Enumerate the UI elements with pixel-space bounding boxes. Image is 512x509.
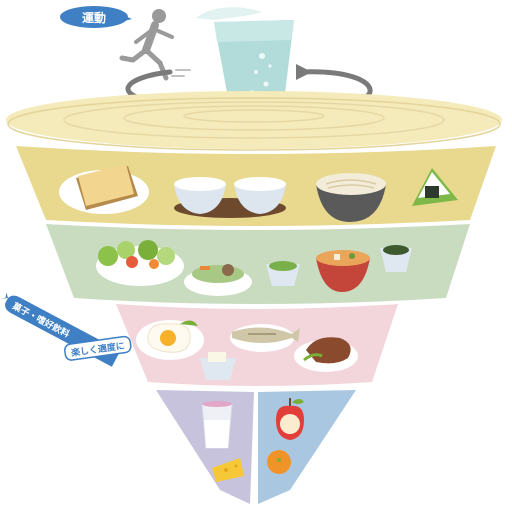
orange-icon	[267, 450, 291, 474]
vegetable-band	[46, 224, 470, 304]
onigiri-icon	[412, 168, 458, 206]
cheese-icon	[212, 458, 244, 482]
fried-egg-icon	[136, 320, 204, 360]
vegetable-dish-icon	[184, 264, 252, 296]
rice-bowl-icon	[174, 177, 286, 218]
snacks-label-text: 菓子・嗜好飲料	[9, 300, 71, 341]
seaweed-bowl-icon	[380, 245, 412, 272]
tofu-bowl-icon	[200, 352, 236, 380]
grilled-fish-icon	[230, 324, 300, 352]
noodle-bowl-icon	[316, 173, 386, 222]
snacks-note: 楽しく適度に	[64, 335, 132, 361]
fruit-band	[258, 390, 356, 504]
exercise-label-text: 運動	[82, 10, 106, 25]
exercise-label: 運動	[60, 6, 132, 28]
salad-icon	[96, 240, 184, 286]
small-side-dish-icon	[266, 261, 300, 286]
dairy-band	[156, 390, 254, 504]
apple-icon	[276, 398, 304, 440]
milk-glass-icon	[201, 401, 233, 449]
meat-dish-icon	[294, 337, 358, 372]
toast-bread-icon	[59, 164, 149, 214]
miso-soup-icon	[316, 250, 370, 292]
protein-band	[116, 304, 398, 386]
runner-icon	[119, 9, 191, 81]
grain-band	[16, 146, 496, 226]
top-disc	[6, 91, 502, 151]
